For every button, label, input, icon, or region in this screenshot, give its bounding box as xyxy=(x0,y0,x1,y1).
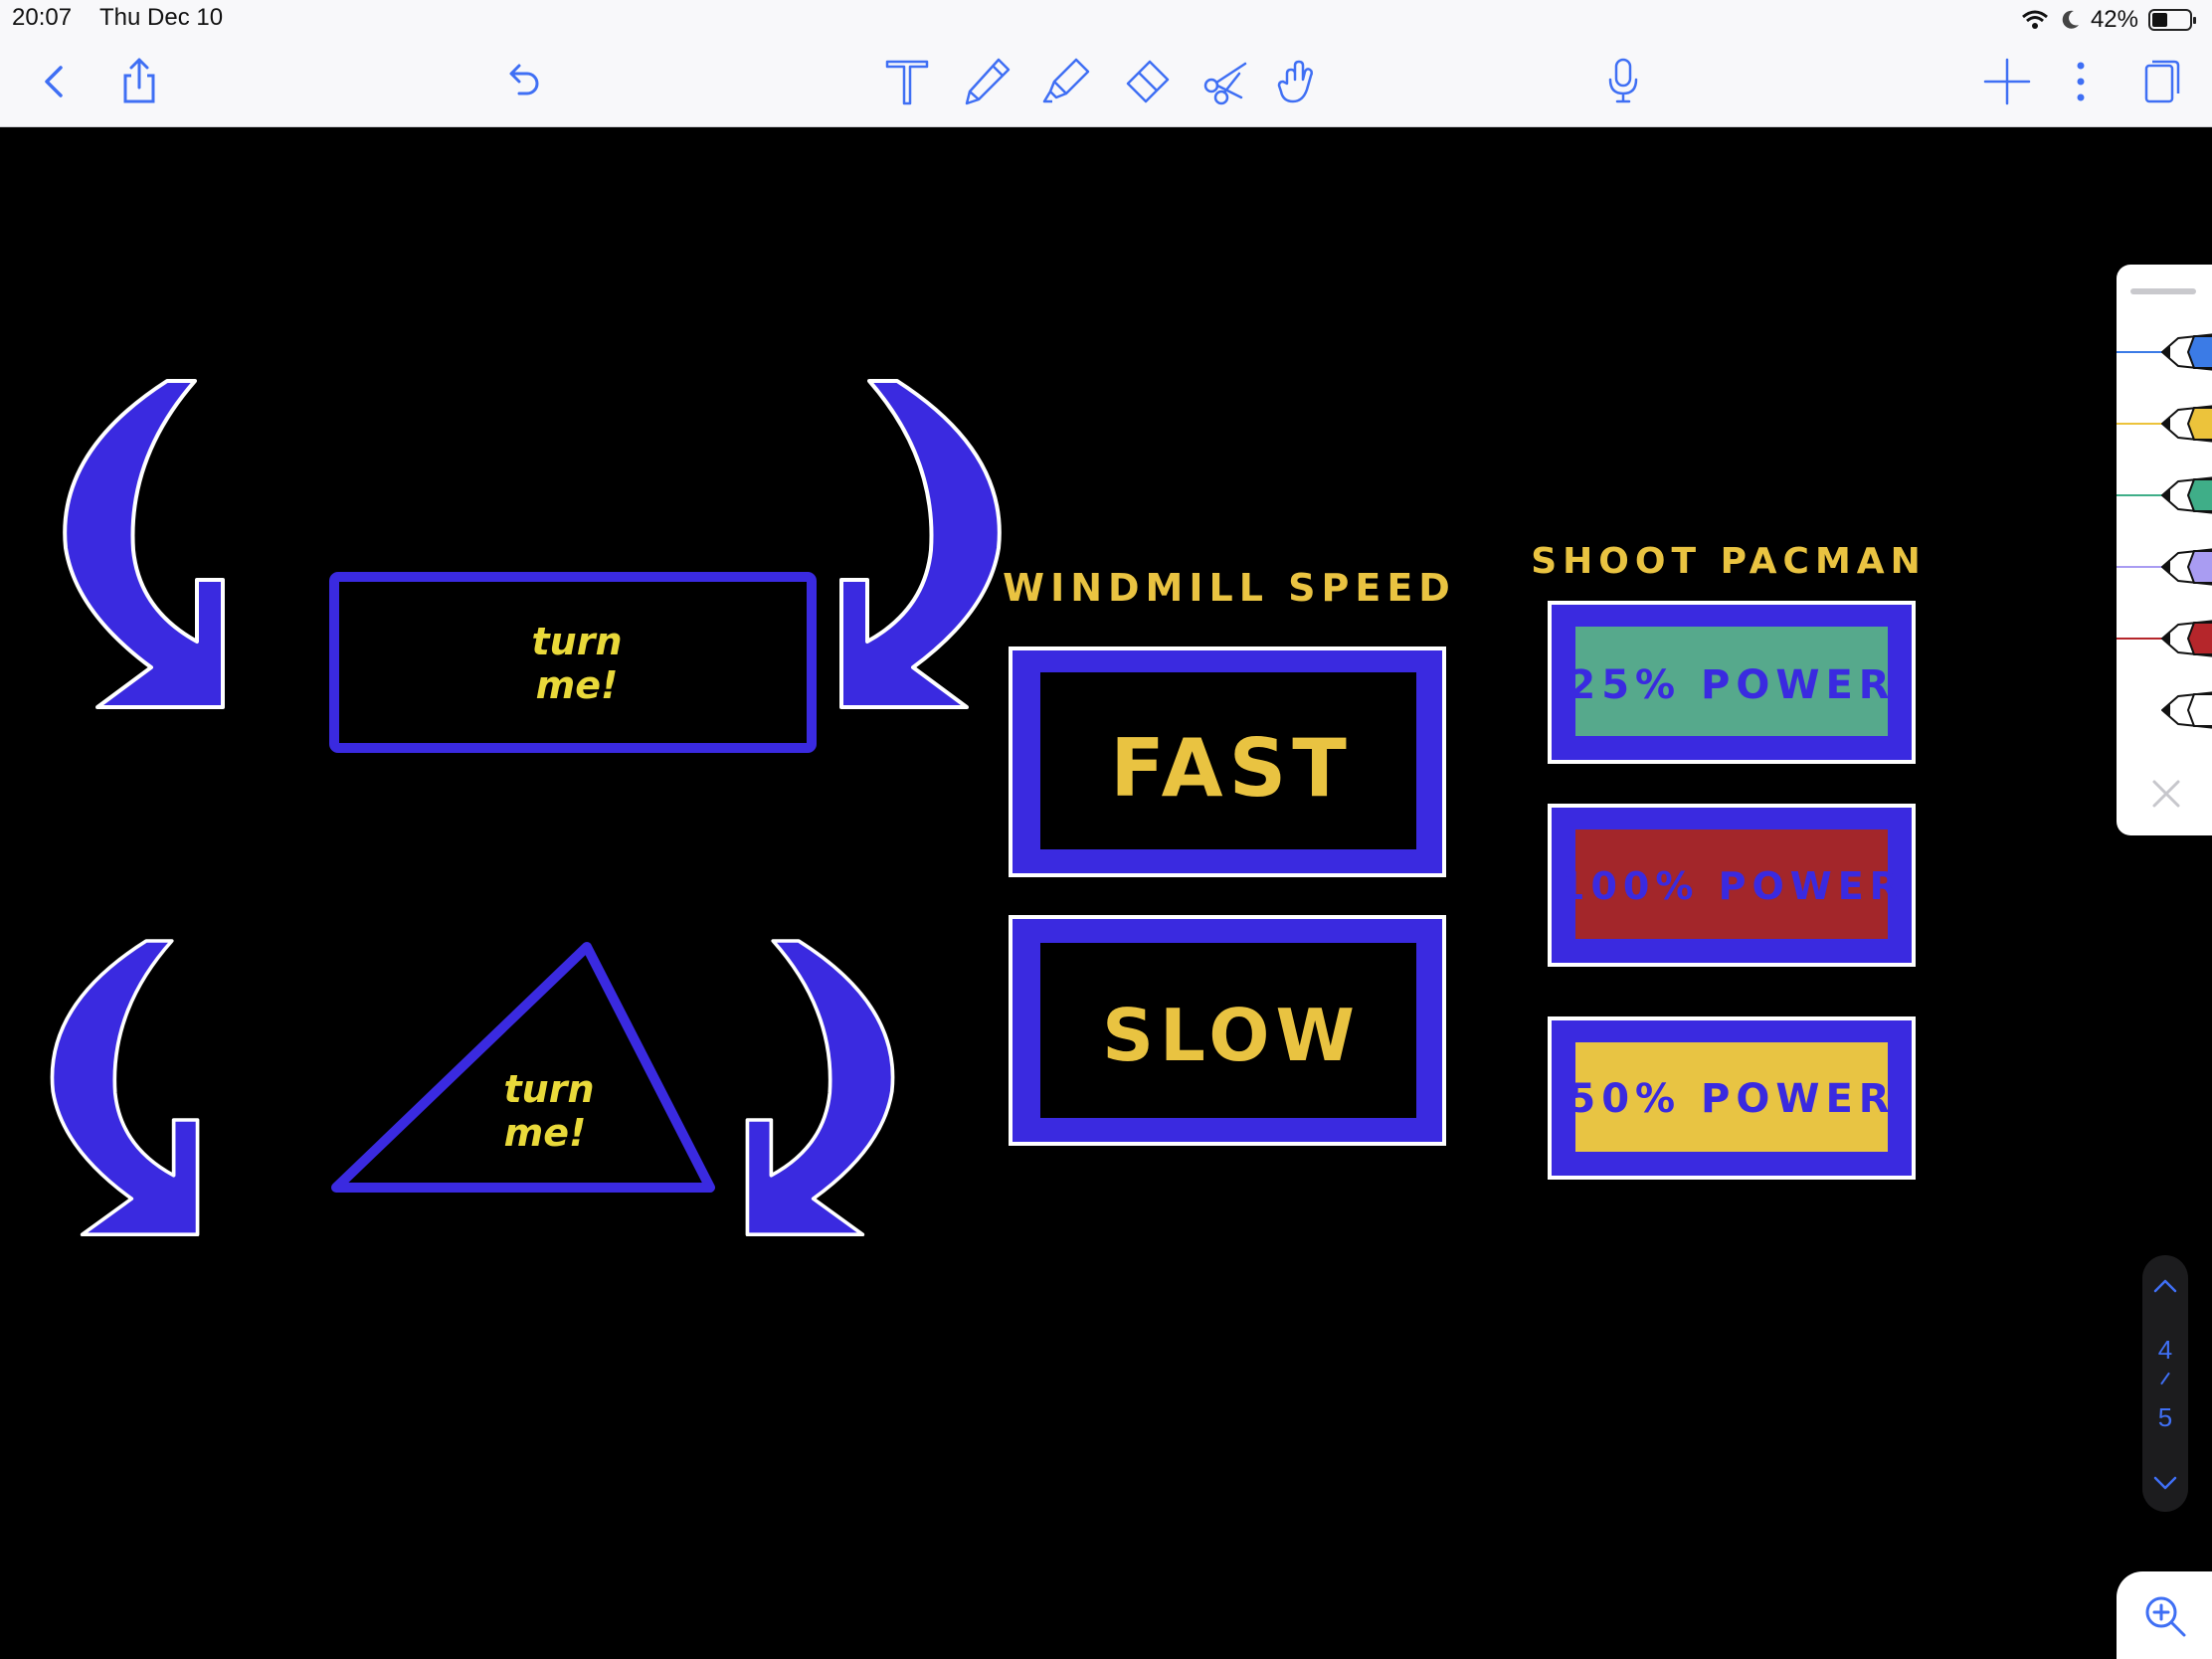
arrow-bottom-right xyxy=(745,939,895,1237)
hand-pointer-icon xyxy=(1277,60,1314,103)
pen-nib-icon xyxy=(2117,548,2212,586)
fast-button[interactable]: FAST xyxy=(1009,646,1446,877)
pen-palette xyxy=(2117,265,2212,835)
power-100-label: 100% POWER xyxy=(1559,864,1905,908)
eraser-icon xyxy=(1126,60,1170,103)
top-toolbar: 20:07 Thu Dec 10 42% xyxy=(0,0,2212,127)
moon-icon xyxy=(2062,10,2079,29)
battery-icon xyxy=(2148,9,2196,31)
purple-pen[interactable] xyxy=(2117,539,2212,595)
page-navigator: 4 5 xyxy=(2142,1255,2188,1512)
windmill-speed-heading: WINDMILL SPEED xyxy=(1003,566,1456,610)
plus-icon xyxy=(1983,58,2031,105)
power-50-button[interactable]: 50% POWER xyxy=(1548,1016,1916,1180)
page-separator xyxy=(2160,1372,2170,1385)
battery-level xyxy=(2152,13,2168,27)
rectangle-label-line1: turn xyxy=(531,620,622,663)
text-tool[interactable] xyxy=(877,52,937,111)
shoot-pacman-heading: SHOOT PACMAN xyxy=(1531,541,1927,582)
triangle-label-line2: me! xyxy=(504,1111,587,1155)
lasso-scissors-tool[interactable] xyxy=(1196,52,1255,111)
note-canvas[interactable]: turn me! turn me! WINDMILL SPEED FAST SL… xyxy=(2,127,2212,1659)
microphone-icon xyxy=(1608,58,1638,103)
more-vertical-icon xyxy=(2077,62,2085,101)
arrow-bottom-left xyxy=(50,939,200,1237)
share-icon xyxy=(123,58,155,103)
undo-button[interactable] xyxy=(493,52,553,111)
pen-nib-icon xyxy=(2117,333,2212,371)
drawing-layer: turn me! turn me! WINDMILL SPEED FAST SL… xyxy=(50,379,1927,1237)
total-pages: 5 xyxy=(2157,1402,2173,1432)
pen-nib-icon xyxy=(2117,620,2212,657)
zoom-in-icon xyxy=(2145,1596,2186,1637)
pen-nib-icon xyxy=(2117,476,2212,514)
pen-nib-icon xyxy=(2161,691,2212,729)
highlighter-icon xyxy=(1042,58,1090,103)
scissors-icon xyxy=(1203,62,1247,105)
power-50-label: 50% POWER xyxy=(1567,1076,1895,1122)
pages-icon xyxy=(2144,60,2180,103)
close-icon[interactable] xyxy=(2148,776,2184,812)
status-indicators: 42% xyxy=(2021,4,2196,36)
more-button[interactable] xyxy=(2051,52,2111,111)
power-100-button[interactable]: 100% POWER xyxy=(1548,804,1916,967)
hand-tool[interactable] xyxy=(1269,52,1329,111)
share-button[interactable] xyxy=(109,52,169,111)
back-icon xyxy=(45,66,63,97)
current-page: 4 xyxy=(2157,1335,2173,1365)
pages-button[interactable] xyxy=(2130,52,2190,111)
add-page-button[interactable] xyxy=(1977,52,2037,111)
text-icon xyxy=(885,60,929,105)
eraser-tool[interactable] xyxy=(1116,52,1176,111)
green-pen[interactable] xyxy=(2117,467,2212,523)
battery-tip xyxy=(2193,17,2196,24)
zoom-button[interactable] xyxy=(2117,1571,2212,1659)
chevron-down-icon[interactable] xyxy=(2147,1464,2183,1500)
highlighter-tool[interactable] xyxy=(1036,52,1096,111)
yellow-pen[interactable] xyxy=(2117,396,2212,452)
slow-label: SLOW xyxy=(1102,994,1361,1077)
pen-icon xyxy=(965,58,1011,105)
pen-tool[interactable] xyxy=(957,52,1016,111)
arrow-top-left xyxy=(63,379,225,709)
status-date: Thu Dec 10 xyxy=(99,4,224,31)
triangle-label-line1: turn xyxy=(503,1067,594,1111)
power-25-label: 25% POWER xyxy=(1567,662,1895,708)
blue-pen[interactable] xyxy=(2117,324,2212,380)
wifi-icon xyxy=(2021,10,2048,29)
turn-triangle[interactable] xyxy=(331,942,715,1193)
fast-label: FAST xyxy=(1110,722,1353,815)
arrow-top-right xyxy=(839,379,1002,709)
chevron-up-icon[interactable] xyxy=(2147,1269,2183,1305)
pen-nib-icon xyxy=(2117,405,2212,443)
back-button[interactable] xyxy=(24,52,84,111)
red-pen[interactable] xyxy=(2117,611,2212,666)
slow-button[interactable]: SLOW xyxy=(1009,915,1446,1146)
palette-grabber[interactable] xyxy=(2130,288,2196,294)
white-pen[interactable] xyxy=(2117,682,2212,738)
battery-percent: 42% xyxy=(2090,6,2138,33)
microphone-button[interactable] xyxy=(1593,52,1653,111)
rectangle-label-line2: me! xyxy=(536,663,619,707)
turn-rectangle[interactable] xyxy=(329,572,817,753)
power-25-button[interactable]: 25% POWER xyxy=(1548,601,1916,764)
undo-icon xyxy=(509,64,539,95)
status-time: 20:07 xyxy=(12,4,73,31)
